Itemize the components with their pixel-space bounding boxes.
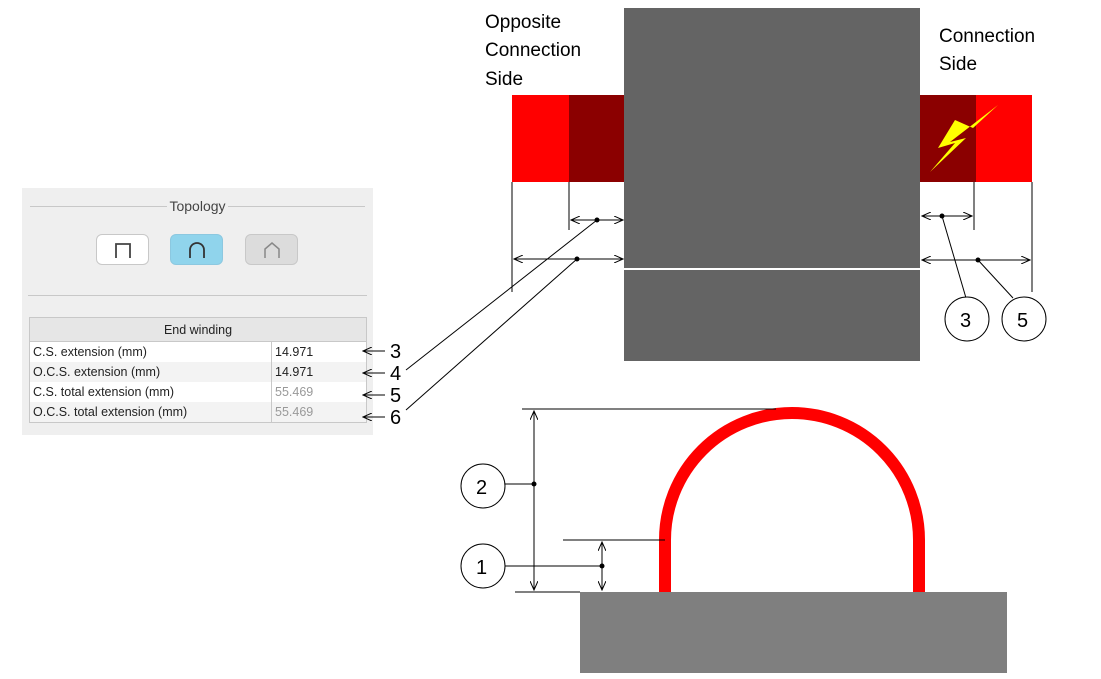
cs-label-2: Side	[939, 54, 977, 75]
square-topology-button[interactable]	[96, 234, 149, 265]
ocs-total-extension-value: 55.469	[271, 402, 367, 423]
end-winding-table: End winding C.S. extension (mm)14.971 O.…	[29, 317, 367, 423]
row-label: C.S. extension (mm)	[29, 341, 272, 362]
row-label: O.C.S. total extension (mm)	[29, 402, 272, 423]
ocs-winding-outer	[512, 95, 569, 182]
ocs-winding-inner	[569, 95, 625, 182]
ocs-extension-input[interactable]: 14.971	[271, 362, 367, 382]
topology-title: Topology	[167, 198, 228, 214]
callout-3: 3	[960, 310, 971, 332]
height-dimensions	[505, 408, 776, 593]
marker-3: 3	[390, 341, 401, 363]
ocs-label-3: Side	[485, 69, 523, 90]
topology-panel: Topology End winding C.S. extension (mm)…	[22, 188, 373, 435]
stator-core	[624, 8, 920, 361]
ocs-label-2: Connection	[485, 40, 581, 61]
lightning-icon	[930, 105, 998, 172]
table-row: O.C.S. total extension (mm)55.469	[29, 402, 367, 423]
ocs-label-1: Opposite	[485, 12, 561, 33]
cs-total-extension-value: 55.469	[271, 382, 367, 402]
pointed-topology-button[interactable]	[245, 234, 298, 265]
table-row: C.S. extension (mm)14.971	[29, 341, 367, 362]
cs-extension-input[interactable]: 14.971	[271, 341, 367, 362]
row-markers	[363, 219, 598, 417]
table-row: O.C.S. extension (mm)14.971	[29, 362, 367, 382]
table-header: End winding	[29, 317, 367, 342]
marker-6: 6	[390, 407, 401, 429]
table-row: C.S. total extension (mm)55.469	[29, 382, 367, 402]
cs-winding-outer	[976, 95, 1032, 182]
marker-5: 5	[390, 385, 401, 407]
round-arch-icon	[188, 241, 205, 258]
divider	[28, 295, 367, 296]
end-winding-arc	[659, 407, 925, 592]
callout-2: 2	[476, 477, 487, 499]
row-label: C.S. total extension (mm)	[29, 382, 272, 402]
round-topology-button[interactable]	[170, 234, 223, 265]
cs-label-1: Connection	[939, 26, 1035, 47]
square-arch-icon	[114, 242, 131, 258]
row-label: O.C.S. extension (mm)	[29, 362, 272, 382]
pointed-arch-icon	[263, 241, 280, 258]
marker-4: 4	[390, 363, 401, 385]
core-base	[580, 592, 1007, 673]
callout-5: 5	[1017, 310, 1028, 332]
dimension-lines	[511, 182, 1033, 299]
callout-1: 1	[476, 557, 487, 579]
